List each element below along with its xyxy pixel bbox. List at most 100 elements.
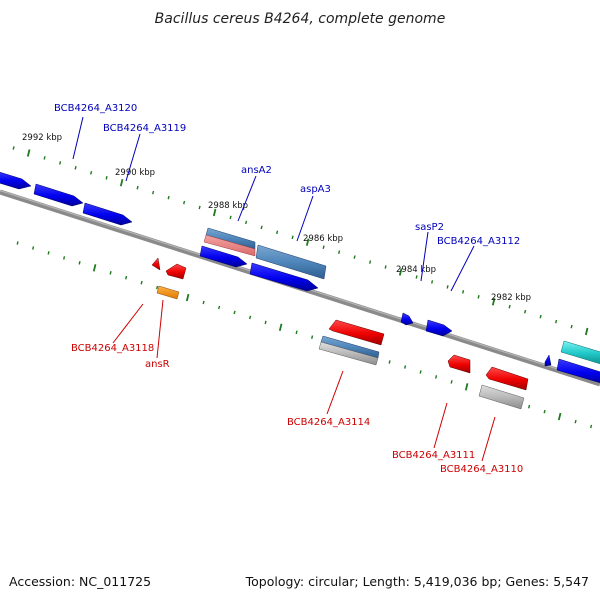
gene-arrow-reverse[interactable]: [328, 319, 385, 346]
minor-tick: [245, 220, 248, 225]
kbp-label: 2992 kbp: [22, 133, 62, 143]
minor-tick: [156, 285, 159, 290]
major-tick: [305, 238, 310, 246]
minor-tick: [322, 245, 325, 249]
upper-tick-track: [12, 146, 589, 336]
minor-tick: [74, 166, 77, 170]
minor-tick: [16, 241, 19, 245]
kbp-labels: 2992 kbp 2990 kbp 2988 kbp 2986 kbp 2984…: [22, 133, 531, 303]
gene-arrow-forward[interactable]: [199, 245, 248, 268]
minor-tick: [78, 261, 81, 265]
major-tick: [557, 412, 562, 421]
major-tick: [26, 149, 31, 157]
genome-summary-text: Topology: circular; Length: 5,419,036 bp…: [245, 574, 589, 589]
gene-arrow-forward[interactable]: [425, 319, 453, 337]
gene-label[interactable]: ansR: [145, 359, 170, 370]
gene-features: [0, 171, 600, 410]
minor-tick: [555, 319, 558, 324]
major-tick: [119, 178, 124, 187]
minor-tick: [202, 300, 205, 305]
minor-tick: [59, 161, 62, 165]
minor-tick: [136, 185, 139, 190]
leader-line: [156, 299, 164, 359]
gene-feature-pink[interactable]: [203, 234, 256, 257]
minor-tick: [539, 314, 542, 319]
gene-arrow-reverse[interactable]: [165, 263, 187, 280]
accession-text: Accession: NC_011725: [9, 574, 151, 589]
minor-tick: [462, 290, 465, 294]
leader-line: [125, 133, 141, 182]
minor-tick: [384, 265, 387, 269]
kbp-label: 2990 kbp: [115, 168, 155, 178]
major-tick: [278, 323, 283, 332]
gene-label[interactable]: BCB4264_A3112: [437, 236, 520, 247]
minor-tick: [524, 309, 527, 314]
minor-tick: [295, 330, 298, 335]
minor-tick: [233, 310, 236, 315]
gene-label[interactable]: BCB4264_A3110: [440, 464, 523, 475]
minor-tick: [249, 315, 252, 320]
gene-arrow-reverse[interactable]: [485, 366, 529, 391]
kbp-label: 2984 kbp: [396, 265, 436, 275]
gene-arrow-forward[interactable]: [400, 312, 414, 326]
minor-tick: [218, 305, 221, 310]
minor-tick: [229, 215, 232, 220]
minor-tick: [311, 335, 314, 339]
gene-label[interactable]: sasP2: [415, 222, 444, 233]
major-tick: [491, 298, 496, 306]
leader-line: [450, 245, 475, 292]
leader-line: [481, 416, 496, 462]
gene-feature-steel[interactable]: [255, 244, 327, 280]
leader-line: [112, 303, 144, 344]
gene-arrow-forward[interactable]: [249, 262, 319, 292]
gene-feature-gray[interactable]: [318, 341, 379, 366]
minor-tick: [260, 225, 263, 230]
minor-tick: [477, 295, 480, 299]
major-tick: [212, 208, 217, 217]
minor-tick: [32, 246, 35, 250]
minor-tick: [105, 176, 108, 180]
major-tick: [185, 293, 190, 302]
minor-tick: [12, 146, 15, 150]
minor-tick: [574, 419, 577, 424]
minor-tick: [419, 370, 422, 374]
gene-label[interactable]: ansA2: [241, 165, 272, 176]
minor-tick: [198, 205, 201, 210]
minor-tick: [590, 424, 593, 429]
minor-tick: [47, 251, 50, 255]
gene-arrow-forward[interactable]: [556, 358, 600, 384]
gene-feature-orange[interactable]: [156, 285, 180, 300]
gene-arrow-forward[interactable]: [0, 171, 32, 190]
label-leader-lines: [72, 116, 496, 462]
minor-tick: [450, 380, 453, 384]
gene-feature-gray[interactable]: [478, 384, 525, 410]
gene-label[interactable]: BCB4264_A3120: [54, 103, 137, 114]
minor-tick: [543, 409, 546, 414]
major-tick: [464, 383, 469, 391]
minor-tick: [508, 304, 511, 309]
minor-tick: [446, 285, 449, 289]
leader-line: [433, 402, 448, 449]
gene-label[interactable]: aspA3: [300, 184, 331, 195]
minor-tick: [109, 271, 112, 275]
minor-tick: [264, 320, 267, 325]
gene-feature-cyan[interactable]: [560, 340, 600, 365]
gene-label[interactable]: BCB4264_A3119: [103, 123, 186, 134]
leader-line: [326, 370, 344, 415]
gene-label[interactable]: BCB4264_A3118: [71, 343, 154, 354]
gene-label[interactable]: BCB4264_A3114: [287, 417, 370, 428]
gene-arrow-reverse[interactable]: [447, 354, 471, 374]
kbp-label: 2988 kbp: [208, 201, 248, 211]
leader-line: [296, 195, 314, 242]
gene-arrow-forward[interactable]: [544, 354, 552, 367]
minor-tick: [43, 156, 46, 160]
minor-tick: [435, 375, 438, 379]
minor-tick: [388, 360, 391, 364]
gene-arrow-forward[interactable]: [33, 183, 84, 207]
gene-arrow-forward[interactable]: [82, 202, 133, 226]
gene-arrow-reverse[interactable]: [151, 257, 161, 271]
minor-tick: [183, 200, 186, 205]
minor-tick: [152, 190, 155, 195]
gene-label[interactable]: BCB4264_A3111: [392, 450, 475, 461]
